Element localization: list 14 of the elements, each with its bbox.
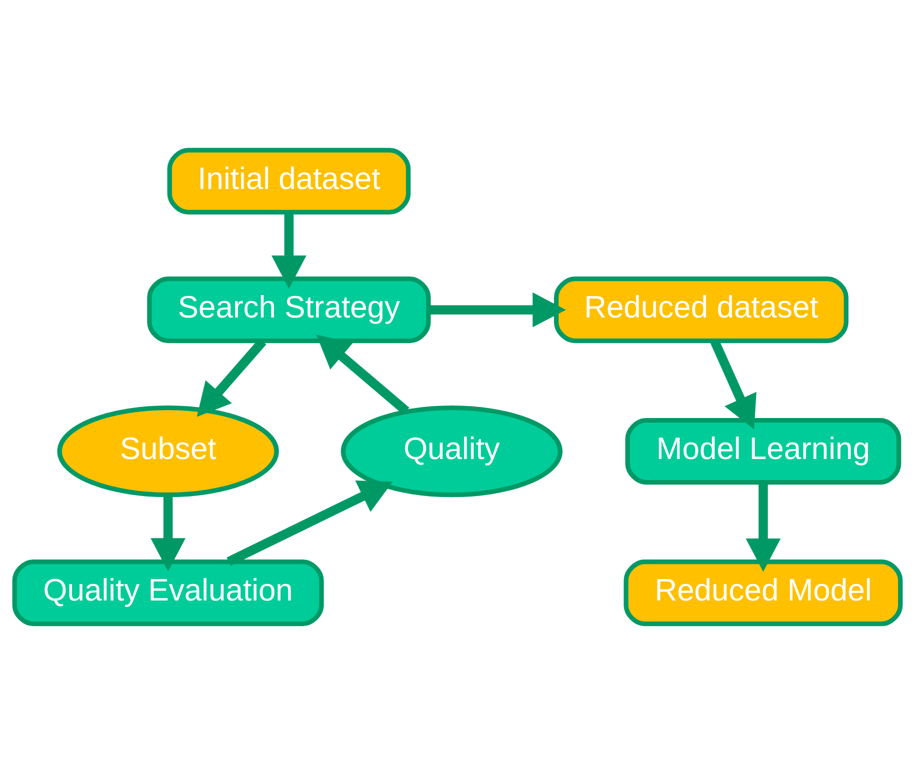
node-ellipse: Subset <box>57 405 279 497</box>
arrow <box>150 495 186 571</box>
node-ellipse: Quality <box>340 405 563 497</box>
node-box: Reduced dataset <box>554 276 848 343</box>
node-box: Initial dataset <box>167 147 411 214</box>
node-box: Model Learning <box>625 418 902 484</box>
arrow <box>316 334 410 414</box>
node-box: Reduced Model <box>624 558 903 626</box>
node-box: Search Strategy <box>147 276 431 343</box>
arrow <box>746 482 781 572</box>
node-box: Quality Evaluation <box>12 558 324 626</box>
arrow <box>272 212 306 288</box>
arrow <box>226 480 393 566</box>
arrow <box>428 292 566 327</box>
